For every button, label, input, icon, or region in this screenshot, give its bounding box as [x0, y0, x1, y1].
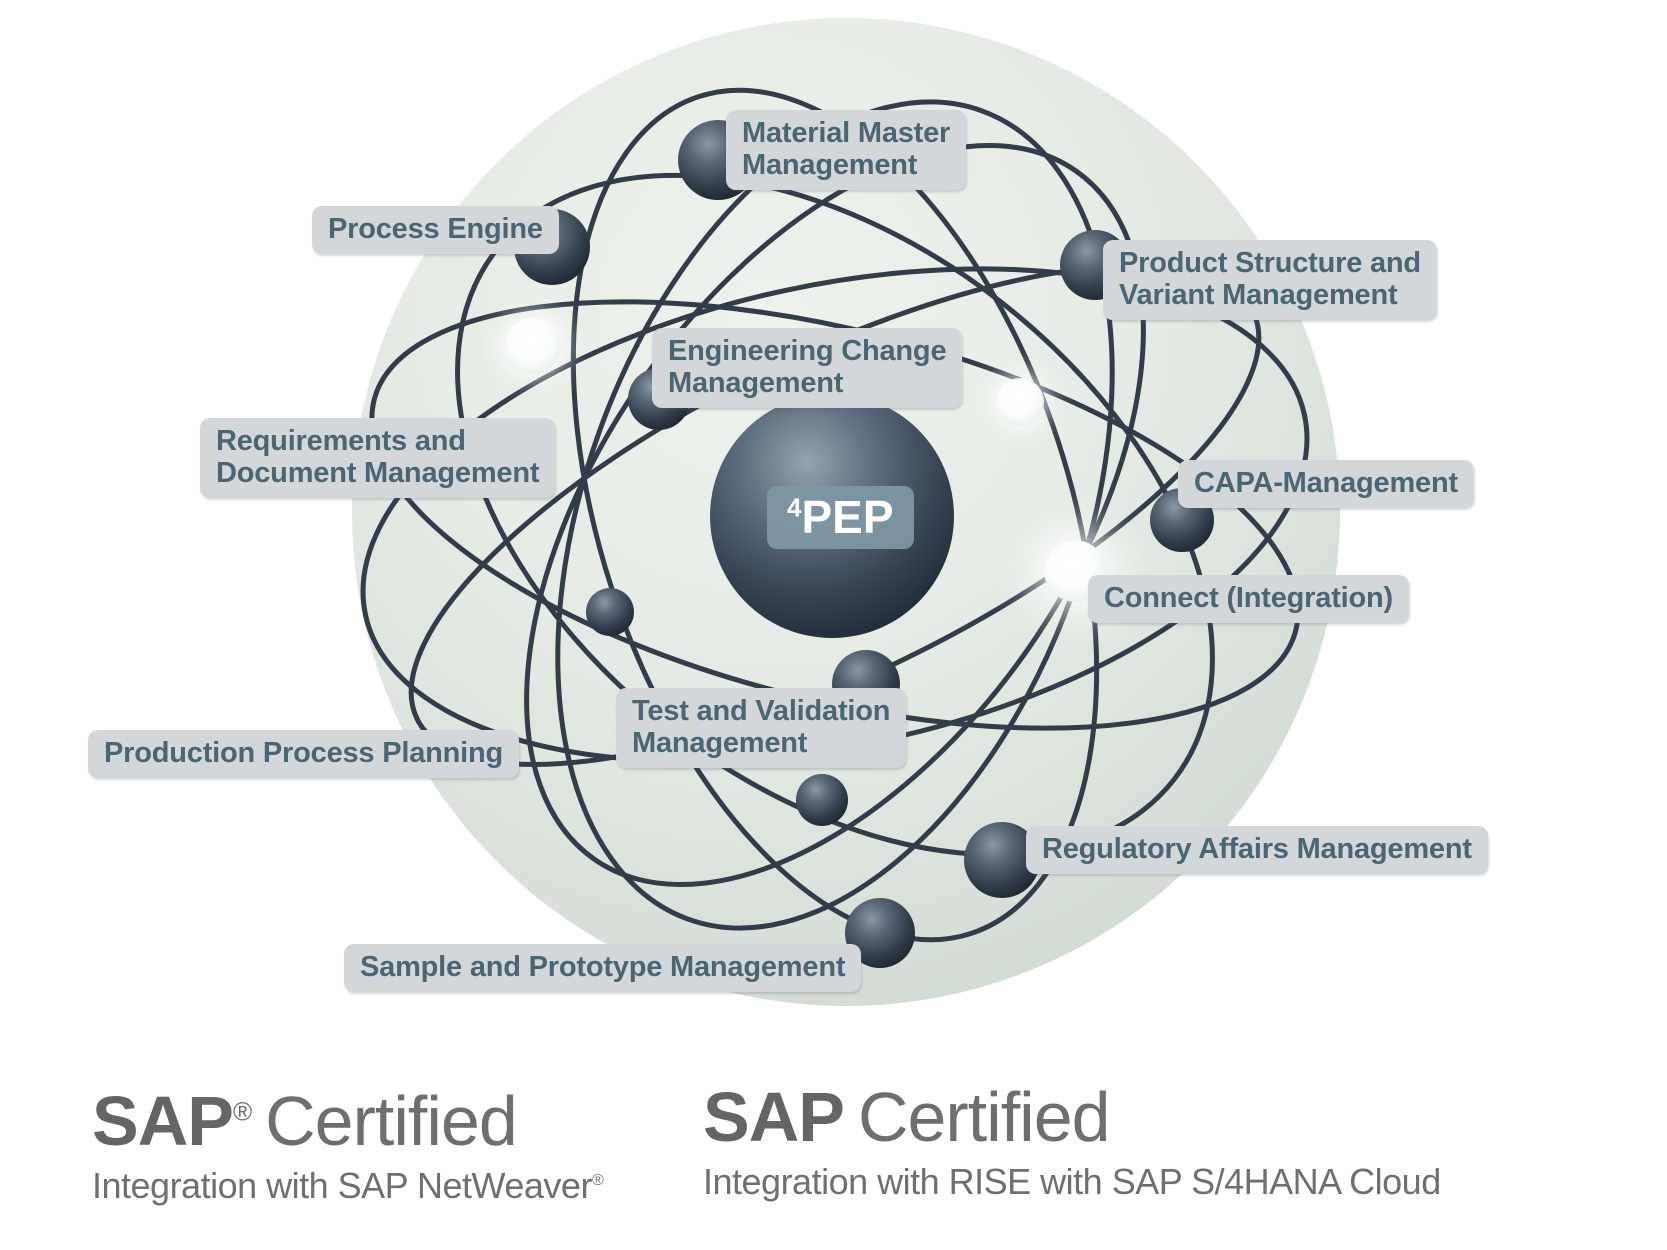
- node-label-capa-management: CAPA-Management: [1178, 460, 1474, 508]
- sap-brand-text: SAP: [703, 1078, 845, 1156]
- label-line: Management: [668, 366, 844, 399]
- label-line: Process Engine: [328, 213, 543, 245]
- node-label-test-validation-management: Test and Validation Management: [616, 688, 907, 768]
- label-line: Regulatory Affairs Management: [1042, 833, 1472, 865]
- node-label-process-engine: Process Engine: [312, 206, 559, 254]
- label-line: Engineering Change: [668, 335, 947, 367]
- label-line: CAPA-Management: [1194, 467, 1458, 499]
- sap-certified-title: SAP®Certified: [92, 1086, 603, 1156]
- label-line: Production Process Planning: [104, 737, 504, 769]
- registered-mark: ®: [591, 1172, 604, 1189]
- sap-brand-text: SAP: [92, 1082, 234, 1160]
- label-line: Sample and Prototype Management: [360, 951, 846, 983]
- node-sphere-pearl-middle: [996, 378, 1044, 426]
- center-product-badge: 4PEP: [767, 486, 914, 549]
- node-label-requirements-document-management: Requirements and Document Management: [200, 418, 556, 498]
- subtitle-text: Integration with SAP NetWeaver: [92, 1165, 592, 1206]
- registered-mark: ®: [232, 1096, 252, 1127]
- label-line: Test and Validation: [632, 695, 891, 727]
- label-line: Material Master: [742, 117, 951, 149]
- node-label-product-structure-variant-management: Product Structure and Variant Management: [1103, 240, 1437, 320]
- node-label-regulatory-affairs-management: Regulatory Affairs Management: [1026, 826, 1488, 874]
- badge-text: PEP: [801, 491, 894, 543]
- sap-certified-subtitle: Integration with RISE with SAP S/4HANA C…: [703, 1164, 1441, 1200]
- node-sphere-pearl-left: [505, 318, 561, 374]
- certified-text: Certified: [265, 1082, 518, 1160]
- label-line: Management: [742, 148, 918, 181]
- node-label-material-master-management: Material Master Management: [726, 110, 967, 190]
- node-sphere-small-bottom: [796, 774, 848, 826]
- orbit-ring: [570, 87, 1100, 943]
- sap-certified-netweaver-logo: SAP®Certified Integration with SAP NetWe…: [92, 1086, 604, 1206]
- node-label-production-process-planning: Production Process Planning: [88, 730, 520, 778]
- sap-certified-subtitle: Integration with SAP NetWeaver®: [92, 1165, 604, 1206]
- node-label-engineering-change-management: Engineering Change Management: [652, 328, 963, 408]
- label-line: Variant Management: [1119, 278, 1398, 311]
- label-line: Document Management: [216, 456, 540, 489]
- badge-superscript: 4: [787, 492, 802, 523]
- node-sphere-small-left: [586, 588, 634, 636]
- subtitle-text: Integration with RISE with SAP S/4HANA C…: [703, 1161, 1441, 1202]
- node-label-connect-integration: Connect (Integration): [1088, 575, 1410, 623]
- label-line: Product Structure and: [1119, 247, 1421, 279]
- node-label-sample-prototype-management: Sample and Prototype Management: [344, 944, 862, 992]
- label-line: Requirements and: [216, 425, 466, 457]
- label-line: Management: [632, 726, 808, 759]
- label-line: Connect (Integration): [1104, 582, 1394, 614]
- certified-text: Certified: [857, 1078, 1111, 1156]
